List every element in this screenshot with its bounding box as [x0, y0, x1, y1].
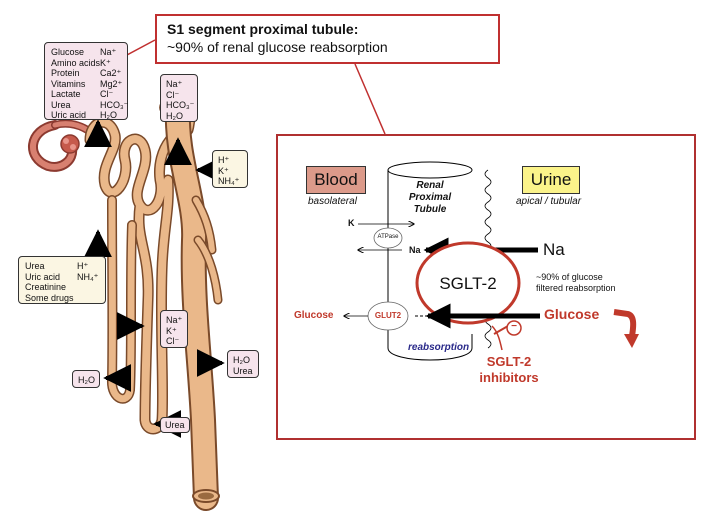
- filtered-item: HCO₃⁻: [100, 99, 129, 110]
- s1-segment-callout: S1 segment proximal tubule: ~90% of rena…: [155, 14, 500, 64]
- filtered-left-column: Glucose Amino acids Protein Vitamins Lac…: [51, 47, 100, 121]
- reabsorption-label: reabsorption: [408, 342, 470, 353]
- inhibitors-line: SGLT-2: [486, 354, 532, 369]
- loop-ions-box: Na⁺ K⁺ Cl⁻: [160, 310, 188, 348]
- filtered-item: Uric acid: [51, 110, 87, 120]
- ion-item: HCO₃⁻: [166, 100, 195, 110]
- callout-connector-right: [354, 63, 386, 135]
- tubule-label-line: Tubule: [413, 204, 447, 215]
- urine-sublabel: apical / tubular: [516, 196, 582, 207]
- atpase-pump: [373, 227, 403, 249]
- nephron-arrows: [84, 119, 225, 438]
- filtered-item: Amino acids: [51, 57, 101, 68]
- filtered-item: Na⁺: [100, 47, 117, 57]
- urea-bottom-box: Urea: [160, 417, 190, 433]
- secreted-item: Urea: [25, 261, 45, 271]
- filtered-item: Lactate: [51, 89, 81, 99]
- secreted-item: H⁺: [77, 261, 89, 271]
- ion-item: Cl⁻: [166, 89, 180, 100]
- tubule-label: Renal Proximal Tubule: [398, 180, 462, 216]
- filtered-item: K⁺: [100, 57, 111, 68]
- ion-item: Na⁺: [166, 79, 183, 89]
- water-label: H₂O: [78, 375, 95, 385]
- inhibitor-minus-icon: −: [511, 321, 517, 332]
- ion-item: Na⁺: [166, 315, 183, 325]
- collecting-duct: [164, 76, 223, 511]
- blood-label: Blood: [314, 170, 358, 189]
- secreted-ions-box: H⁺ K⁺ NH₄⁺: [212, 150, 248, 188]
- sglt2-detail-panel: Blood basolateral Urine apical / tubular…: [276, 134, 696, 440]
- water-left-box: H₂O: [72, 370, 100, 388]
- secreted-item: Some drugs: [25, 292, 74, 303]
- urea-label: Urea: [165, 420, 185, 430]
- k-label: K: [348, 218, 355, 228]
- tubule-cylinder: [387, 161, 492, 361]
- ion-item: K⁺: [218, 165, 229, 176]
- secreted-item: NH₄⁺: [77, 271, 99, 282]
- tubule-label-line: Proximal: [408, 192, 452, 203]
- tubule-label-line: Renal: [416, 180, 444, 191]
- blood-sublabel: basolateral: [308, 196, 357, 207]
- inhibitors-line: inhibitors: [479, 370, 539, 385]
- sglt2-transporter: [415, 241, 521, 325]
- blood-label-box: Blood: [306, 166, 366, 194]
- filtered-item: Vitamins: [51, 78, 86, 89]
- inhibitor-line: [491, 325, 503, 351]
- ion-item: H₂O: [166, 110, 183, 121]
- reabsorbed-ions-box: Na⁺ Cl⁻ HCO₃⁻ H₂O: [160, 74, 198, 122]
- glucose-reabsorption-note: ~90% of glucose filtered reabsorption: [536, 272, 616, 294]
- filtered-item: Glucose: [51, 47, 85, 57]
- ion-item: H⁺: [218, 155, 230, 165]
- urine-label: Urine: [530, 170, 572, 189]
- glucose-curved-arrow-head: [624, 334, 639, 348]
- panel-drawing: [278, 161, 639, 361]
- secreted-item: Creatinine: [25, 282, 67, 292]
- ion-item: Cl⁻: [166, 336, 180, 346]
- secreted-left-column: Urea Uric acid Creatinine Some drugs: [25, 261, 74, 303]
- filtered-right-column: Na⁺ K⁺ Ca2⁺ Mg2⁺ Cl⁻ HCO₃⁻ H₂O: [100, 47, 128, 121]
- note-line: filtered reabsorption: [536, 283, 616, 293]
- filtered-item: Urea: [51, 99, 71, 110]
- glucose-right-label: Glucose: [544, 306, 600, 322]
- ion-item: NH₄⁺: [218, 176, 240, 186]
- atpase-label: ATPase: [377, 234, 399, 240]
- filtered-item: Ca2⁺: [100, 68, 122, 78]
- secreted-item: Uric acid: [25, 271, 61, 282]
- filtered-item: Protein: [51, 68, 80, 78]
- callout-subtitle: ~90% of renal glucose reabsorption: [167, 39, 388, 55]
- inhibitor-bar: [493, 325, 509, 335]
- callout-connector-left: [126, 39, 156, 56]
- filtered-item: Mg2⁺: [100, 78, 123, 89]
- collecting-item: Urea: [233, 365, 253, 376]
- na-right-label: Na: [543, 240, 565, 259]
- sglt2-label: SGLT-2: [439, 274, 497, 293]
- sglt2-inhibitors-label: SGLT-2 inhibitors: [474, 354, 544, 386]
- secreted-substances-box: Urea Uric acid Creatinine Some drugs H⁺ …: [18, 256, 106, 304]
- glucose-curved-arrow: [613, 309, 637, 337]
- filtered-item: H₂O: [100, 110, 117, 120]
- collecting-duct-box: H₂O Urea: [227, 350, 259, 378]
- note-line: ~90% of glucose: [536, 272, 603, 282]
- na-left-label: Na: [409, 245, 421, 255]
- urine-label-box: Urine: [522, 166, 580, 194]
- glucose-left-label: Glucose: [294, 310, 334, 321]
- ion-item: K⁺: [166, 325, 177, 336]
- inhibitor-circle: [506, 320, 522, 336]
- glut2-label: GLUT2: [374, 311, 402, 320]
- collecting-item: H₂O: [233, 355, 250, 365]
- filtered-substances-box: Glucose Amino acids Protein Vitamins Lac…: [44, 42, 128, 120]
- secreted-right-column: H⁺ NH₄⁺: [77, 261, 98, 282]
- filtered-item: Cl⁻: [100, 89, 114, 99]
- callout-title: S1 segment proximal tubule:: [167, 21, 359, 37]
